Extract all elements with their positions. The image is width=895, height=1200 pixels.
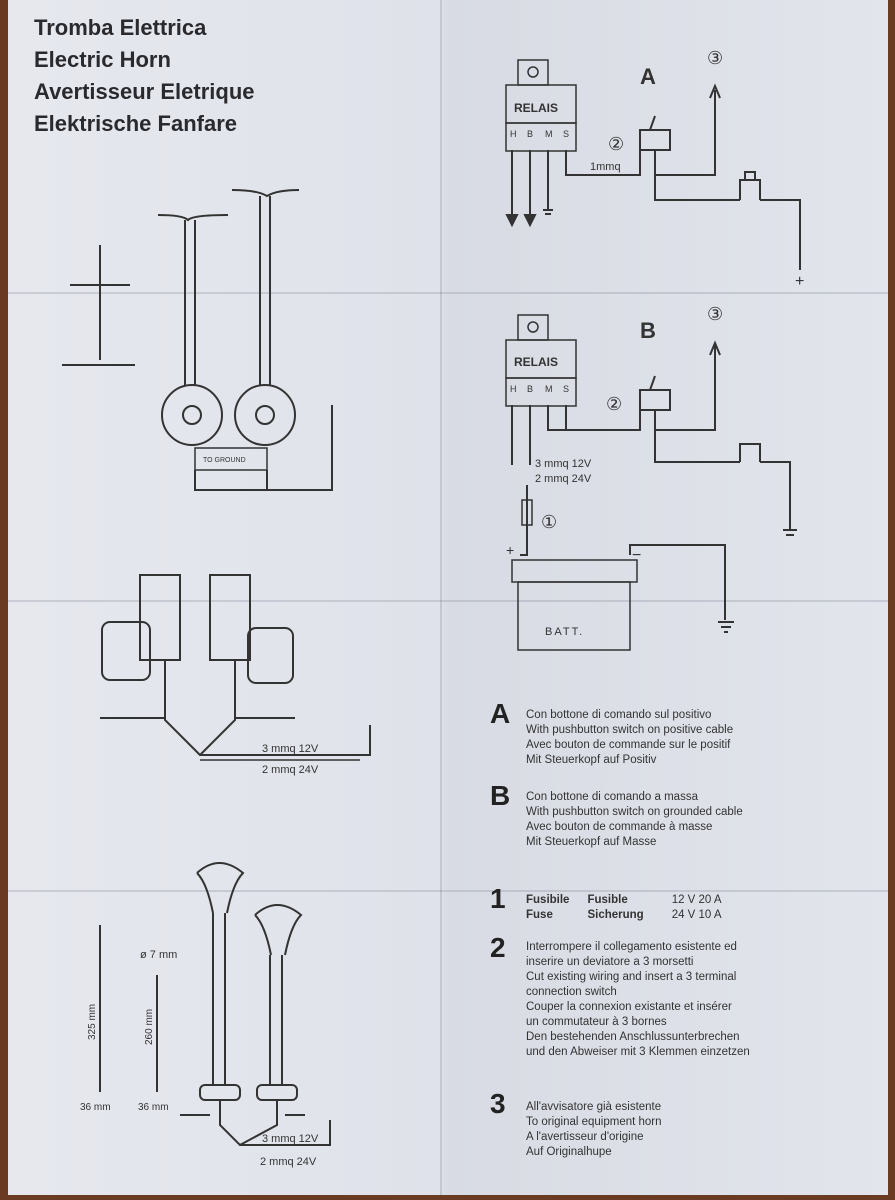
diagram-b: RELAIS H B M S B ③ ② ① 3 mmq 12V 2 mmq 2… — [505, 304, 797, 651]
plus-sign: + — [795, 273, 804, 290]
note-a: A Con bottone di comando sul positivo Wi… — [490, 698, 734, 768]
wire-24v: 2 mmq 24V — [260, 1156, 317, 1168]
base-width-1: 36 mm — [80, 1102, 111, 1113]
fuse-rating: 24 V 10 A — [671, 909, 722, 921]
base-width-2: 36 mm — [138, 1102, 169, 1113]
length-260: 260 mm — [144, 1009, 155, 1045]
note-line: un commutateur à 3 bornes — [526, 1016, 667, 1028]
note-key: 3 — [490, 1088, 506, 1119]
minus-sign: − — [632, 547, 641, 564]
terminal-b: B — [527, 384, 533, 394]
fuse-label: Fusibile — [526, 894, 570, 906]
note-line: connection switch — [526, 986, 617, 998]
note-line: inserire un deviatore a 3 morsetti — [526, 956, 694, 968]
note-key: B — [490, 780, 511, 811]
fold-line — [8, 890, 888, 892]
diagram-a: RELAIS H B M S A ③ ② 1mmq + — [505, 48, 804, 290]
note-line: With pushbutton switch on grounded cable — [526, 806, 743, 818]
horns-bottom: ø 7 mm 325 mm 260 mm 36 mm 36 mm 3 mmq 1… — [80, 862, 331, 1168]
wire-gauge: 1mmq — [590, 161, 621, 173]
instruction-sheet — [8, 0, 888, 1195]
page-title: Tromba Elettrica Electric Horn Avertisse… — [34, 12, 255, 140]
wire-24v: 2 mmq 24V — [262, 764, 319, 776]
fuse-label: Fusible — [587, 894, 628, 906]
note-line: Con bottone di comando sul positivo — [526, 709, 712, 721]
wire-12v: 3 mmq 12V — [262, 743, 319, 755]
fuse-label: Sicherung — [587, 909, 644, 921]
relay-label: RELAIS — [514, 355, 558, 369]
note-2: 2 Interrompere il collegamento esistente… — [490, 932, 750, 1060]
terminal-b: B — [527, 129, 533, 139]
note-line: Auf Originalhupe — [526, 1146, 612, 1158]
terminal-s: S — [563, 384, 569, 394]
note-b: B Con bottone di comando a massa With pu… — [490, 780, 743, 850]
plus-sign: + — [506, 542, 514, 558]
diagram-b-letter: B — [640, 318, 656, 343]
terminal-m: M — [545, 384, 553, 394]
circle-3: ③ — [707, 304, 723, 324]
circle-2: ② — [608, 134, 624, 154]
fuse-label: Fuse — [526, 909, 553, 921]
wire-12v: 3 mmq 12V — [535, 458, 592, 470]
note-line: Avec bouton de commande à masse — [526, 821, 713, 833]
ground-label: TO GROUND — [203, 457, 246, 464]
note-line: Cut existing wiring and insert a 3 termi… — [526, 971, 737, 983]
note-line: Couper la connexion existante et insérer — [526, 1001, 732, 1013]
circle-2: ② — [606, 394, 622, 414]
wire-24v: 2 mmq 24V — [535, 473, 592, 485]
note-line: Mit Steuerkopf auf Masse — [526, 836, 657, 848]
note-key: 2 — [490, 932, 506, 963]
note-key: A — [490, 698, 511, 729]
note-line: Interrompere il collegamento esistente e… — [526, 941, 737, 953]
terminal-h: H — [510, 129, 517, 139]
terminal-h: H — [510, 384, 517, 394]
note-line: Den bestehenden Anschlussunterbrechen — [526, 1031, 740, 1043]
note-3: 3 All'avvisatore già esistente To origin… — [490, 1090, 662, 1160]
length-325: 325 mm — [87, 1004, 98, 1040]
note-line: All'avvisatore già esistente — [526, 1101, 662, 1113]
relay-label: RELAIS — [514, 101, 558, 115]
note-line: Mit Steuerkopf auf Positiv — [526, 754, 657, 766]
fold-line — [8, 600, 888, 602]
note-line: A l'avertisseur d'origine — [526, 1131, 644, 1143]
note-line: und den Abweiser mit 3 Klemmen einzetzen — [526, 1046, 750, 1058]
wire-12v: 3 mmq 12V — [262, 1133, 319, 1145]
diagram-a-letter: A — [640, 64, 656, 89]
horns-top: TO GROUND — [62, 189, 333, 491]
terminal-m: M — [545, 129, 553, 139]
horns-mid: 3 mmq 12V 2 mmq 24V — [100, 574, 371, 776]
fuse-rating: 12 V 20 A — [671, 894, 722, 906]
note-line: Con bottone di comando a massa — [526, 791, 698, 803]
title-de: Elektrische Fanfare — [34, 111, 237, 136]
circle-3: ③ — [707, 48, 723, 68]
circle-1: ① — [541, 512, 557, 532]
fold-line — [440, 0, 442, 1195]
note-line: To original equipment horn — [526, 1116, 662, 1128]
fold-line — [8, 292, 888, 294]
diameter-label: ø 7 mm — [140, 949, 177, 961]
note-line: Avec bouton de commande sur le positif — [526, 739, 731, 751]
battery-label: BATT. — [545, 626, 584, 638]
title-en: Electric Horn — [34, 47, 171, 72]
title-it: Tromba Elettrica — [34, 15, 207, 40]
title-fr: Avertisseur Eletrique — [34, 79, 255, 104]
note-line: With pushbutton switch on positive cable — [526, 724, 734, 736]
terminal-s: S — [563, 129, 569, 139]
note-key: 1 — [490, 883, 506, 914]
